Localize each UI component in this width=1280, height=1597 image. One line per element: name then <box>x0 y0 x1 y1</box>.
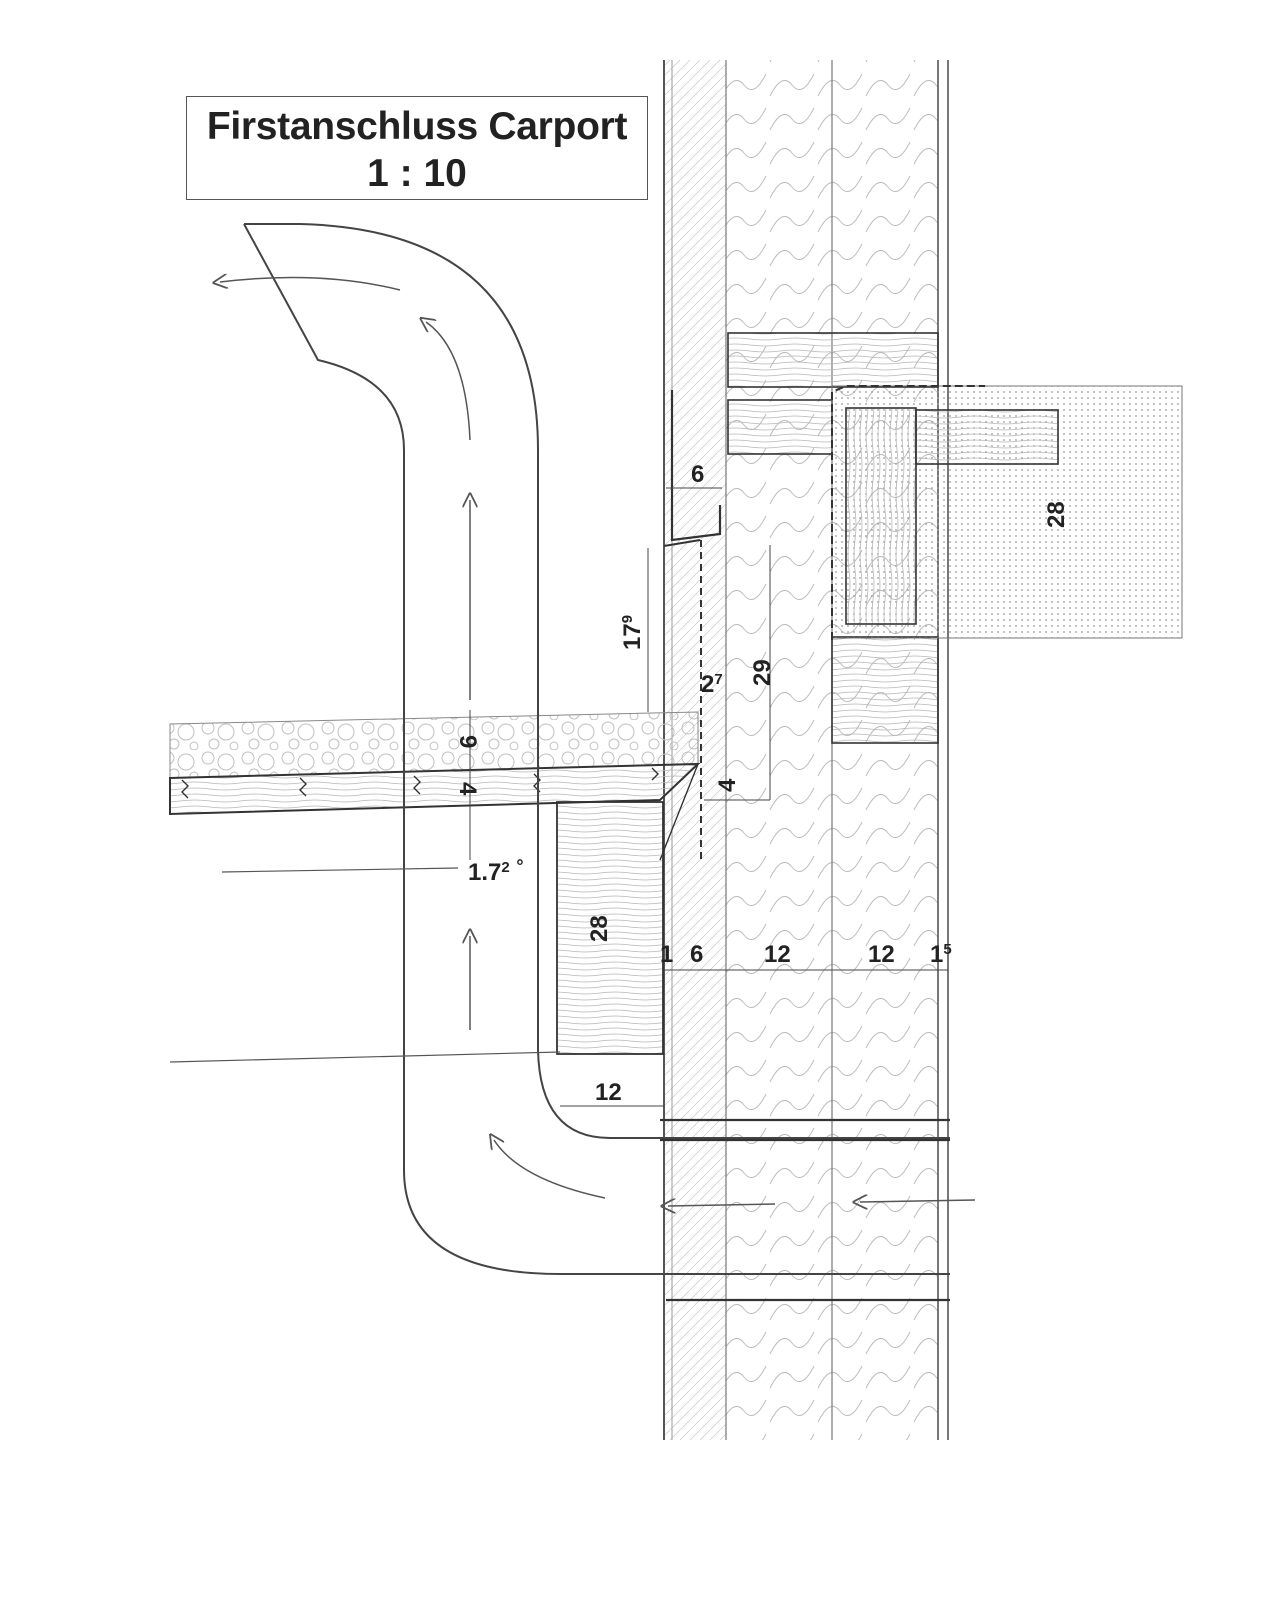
dim-12-beam: 12 <box>595 1079 622 1106</box>
dim-4-small: 4 <box>714 778 741 792</box>
sheet-edge <box>831 385 985 640</box>
drawing-title-box: Firstanschluss Carport 1 : 10 <box>186 96 648 200</box>
wall-section <box>663 60 949 1440</box>
angle-label: 1.72 ° <box>468 856 524 886</box>
dim-1: 1 <box>660 941 673 968</box>
flashing-profile <box>670 390 722 542</box>
wall-insulation-layer-2 <box>832 60 938 1440</box>
dim-2-7: 27 <box>701 671 723 698</box>
right-beam-assembly <box>831 385 1183 640</box>
dim-12-a: 12 <box>764 941 791 968</box>
beam-top-board <box>915 409 1059 465</box>
dim-6-bottom: 6 <box>690 941 703 968</box>
dim-28-beam-left: 28 <box>586 915 613 942</box>
dim-17-9: 179 <box>619 615 646 650</box>
dim-4-roof: 4 <box>454 782 481 796</box>
level-reference-line <box>169 1051 561 1063</box>
airflow-outer-contour <box>244 223 950 1139</box>
flow-arrow <box>668 1204 776 1206</box>
dim-28-beam-right: 28 <box>1043 501 1070 528</box>
wall-flashing <box>663 390 722 860</box>
flow-arrow <box>426 322 471 441</box>
dimension-lines <box>469 487 948 1107</box>
dim-29: 29 <box>749 659 776 686</box>
dim-12-b: 12 <box>868 941 895 968</box>
decking-joints <box>181 767 659 799</box>
flow-arrow <box>220 278 401 291</box>
timber-bottom-block <box>831 636 939 744</box>
dimension-labels: 6 28 179 29 27 9 4 4 1.72 ° 28 1 6 12 12… <box>454 461 1070 1106</box>
timber-top-plate <box>727 332 939 388</box>
dim-9-roof: 9 <box>454 735 481 748</box>
timber-lower-plate <box>727 399 833 455</box>
dim-6-top: 6 <box>691 461 704 488</box>
airflow-path <box>220 223 976 1302</box>
wall-insulation-layer-1 <box>726 60 832 1440</box>
wall-timbers <box>727 332 939 744</box>
flow-arrow <box>494 1140 606 1199</box>
carport-beam <box>556 801 664 1055</box>
dim-1-5: 15 <box>930 941 952 968</box>
roof-edge-line <box>659 763 699 861</box>
main-beam <box>845 407 917 625</box>
angle-reference-line <box>221 867 459 873</box>
flow-arrow <box>860 1200 976 1202</box>
drawing-title: Firstanschluss Carport <box>206 105 628 148</box>
flashing-lip <box>663 539 701 547</box>
drawing-scale: 1 : 10 <box>367 152 467 195</box>
airflow-inner-contour <box>243 223 950 1275</box>
